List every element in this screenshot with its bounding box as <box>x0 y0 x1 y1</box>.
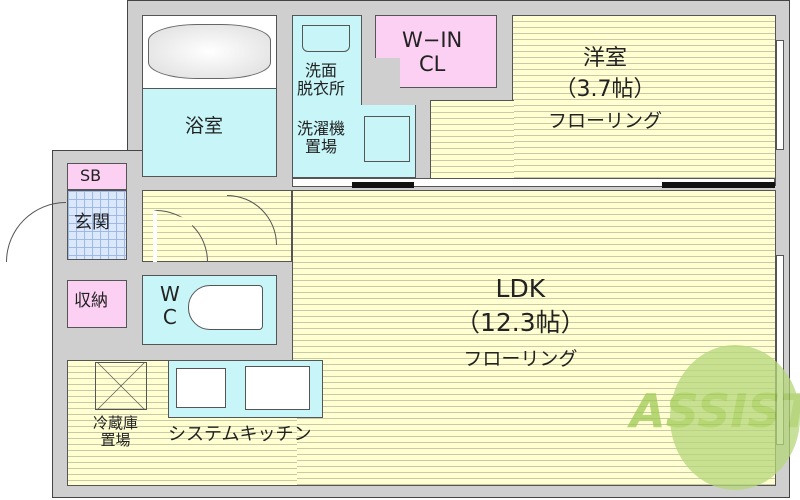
room-shoe-box <box>67 163 127 190</box>
washing-machine-icon <box>364 116 410 162</box>
ldk-label: LDK （12.3帖） フローリング <box>455 272 586 373</box>
entrance-label: 玄関 <box>74 212 110 233</box>
washroom-label-1: 洗面 <box>305 61 338 80</box>
kitchen-sink-icon <box>245 366 310 410</box>
ldk-label-3: フローリング <box>463 347 578 370</box>
room-entrance <box>67 190 127 260</box>
closet-notch <box>375 58 400 88</box>
western-label-1: 洋室 <box>583 46 628 71</box>
door-panel-dark-2 <box>662 182 775 188</box>
wic-label-1: W−IN <box>402 28 463 52</box>
wic-label-2: CL <box>418 52 446 77</box>
fridge-label: 冷蔵庫 置場 <box>93 414 139 450</box>
wic-label: W−IN CL <box>402 28 462 76</box>
room-bath <box>142 88 277 177</box>
fridge-label-2: 置場 <box>100 431 131 450</box>
door-panel-dark-1 <box>352 182 414 188</box>
sb-label: SB <box>80 166 102 185</box>
wc-label: W C <box>160 283 180 329</box>
toilet-icon <box>188 285 263 330</box>
assist-logo: ASSIST <box>630 345 800 495</box>
storage-label: 収納 <box>74 291 108 311</box>
room-storage <box>67 280 127 328</box>
stove-icon <box>176 368 226 408</box>
bath-label: 浴室 <box>185 115 224 137</box>
room-washer-area <box>292 105 416 178</box>
room-western <box>512 15 776 186</box>
wc-label-2: C <box>162 305 177 329</box>
washroom-label: 洗面 脱衣所 <box>297 61 346 99</box>
washroom-label-2: 脱衣所 <box>297 79 346 99</box>
western-label-2: （3.7帖） <box>554 76 656 102</box>
western-label-3: フローリング <box>548 109 663 132</box>
sink-icon <box>302 25 350 52</box>
bathtub <box>142 15 277 89</box>
window-right-top <box>776 40 784 150</box>
ldk-label-1: LDK <box>495 274 546 303</box>
washer-label-2: 置場 <box>305 137 338 157</box>
entrance-door[interactable] <box>6 202 66 262</box>
kitchen-label: システムキッチン <box>168 424 312 445</box>
fridge-label-1: 冷蔵庫 <box>93 414 139 432</box>
wc-label-1: W <box>160 282 180 306</box>
washer-label: 洗濯機 置場 <box>297 119 346 157</box>
washer-label-1: 洗濯機 <box>297 119 346 138</box>
room-western-lower <box>430 100 514 186</box>
ldk-label-2: （12.3帖） <box>455 307 586 337</box>
assist-logo-text: ASSIST <box>630 384 800 438</box>
fridge-space <box>95 362 147 410</box>
western-label: 洋室 （3.7帖） フローリング <box>548 44 662 136</box>
